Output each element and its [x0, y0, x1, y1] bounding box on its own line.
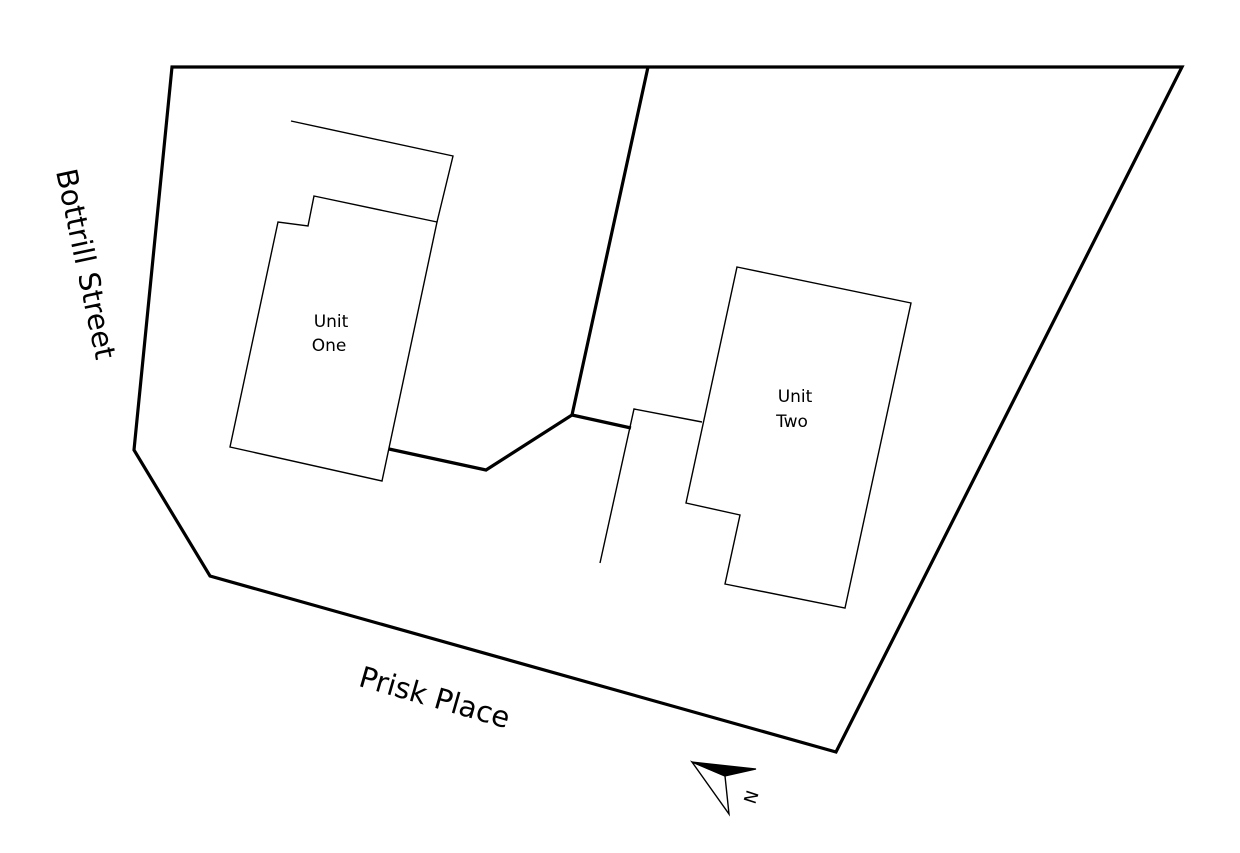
unit-one-label-line2: One: [312, 336, 347, 356]
north-arrow-icon: N: [689, 760, 764, 817]
north-label: N: [741, 788, 764, 806]
lot-division-line-east: [571, 413, 632, 430]
north-arrow-fill: [691, 761, 757, 777]
unit-two-label-line2: Two: [775, 412, 808, 432]
lot-boundary: [132, 65, 1185, 754]
unit-two-label-line1: Unit: [778, 387, 813, 407]
unit-two-fence: [599, 408, 703, 564]
bottrill-street-label: Bottrill Street: [49, 166, 123, 363]
unit-one-label-line1: Unit: [314, 312, 349, 332]
unit-two-building: [685, 266, 912, 609]
lot-division-line: [388, 66, 650, 472]
prisk-place-label: Prisk Place: [355, 660, 514, 735]
unit-one-fence: [290, 120, 454, 223]
